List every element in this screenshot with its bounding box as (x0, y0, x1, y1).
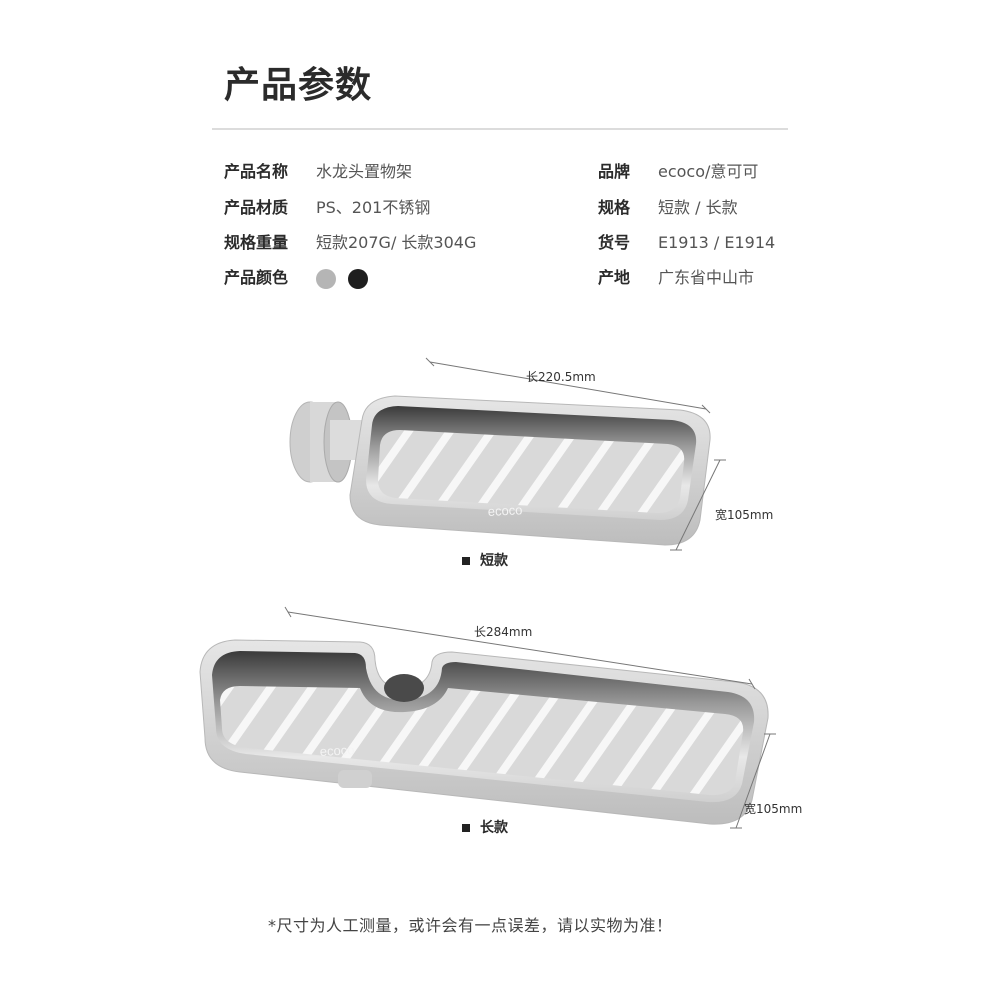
spec-label: 产品名称 (224, 162, 289, 181)
spec-row-brand: 品牌 ecoco/意可可 (598, 162, 758, 182)
spec-label: 规格 (598, 198, 631, 217)
spec-value: ecoco/意可可 (658, 162, 759, 181)
short-width-label: 宽105mm (715, 508, 774, 522)
short-caption: 短款 (462, 550, 508, 570)
title-divider (212, 128, 788, 130)
spec-row-material: 产品材质 PS、201不锈钢 (224, 198, 430, 218)
spec-label: 规格重量 (224, 233, 289, 252)
spec-label: 货号 (598, 233, 631, 252)
short-tray-image: ecoco (289, 357, 726, 551)
spec-label: 产品颜色 (224, 268, 289, 287)
bullet-square-icon (462, 824, 470, 832)
spec-value: 短款207G/ 长款304G (316, 233, 477, 252)
measurement-disclaimer: *尺寸为人工测量，或许会有一点误差，请以实物为准！ (268, 916, 673, 935)
spec-row-origin: 产地 广东省中山市 (598, 268, 754, 288)
spec-label: 产品材质 (224, 198, 289, 217)
brand-logo: ecoco (319, 742, 354, 759)
page-title: 产品参数 (224, 65, 373, 106)
short-length-label: 长220.5mm (526, 370, 596, 384)
bullet-square-icon (462, 557, 470, 565)
spec-value: PS、201不锈钢 (316, 198, 431, 217)
spec-value: E1913 / E1914 (658, 233, 776, 252)
brand-logo: ecoco (487, 502, 522, 519)
spec-value: 短款 / 长款 (658, 198, 738, 217)
long-length-label: 长284mm (474, 625, 533, 639)
spec-value: 水龙头置物架 (316, 162, 413, 181)
spec-row-spec: 规格 短款 / 长款 (598, 198, 738, 218)
spec-row-item-number: 货号 E1913 / E1914 (598, 233, 775, 253)
long-tray-image: ecoco (199, 606, 776, 829)
spec-row-colors: 产品颜色 (224, 268, 380, 289)
spec-label: 品牌 (598, 162, 631, 181)
color-swatch-gray[interactable] (316, 268, 336, 289)
spec-label: 产地 (598, 268, 631, 287)
long-caption: 长款 (462, 817, 508, 837)
color-swatch-black[interactable] (348, 268, 368, 289)
spec-value: 广东省中山市 (658, 268, 755, 287)
spec-row-weight: 规格重量 短款207G/ 长款304G (224, 233, 476, 253)
spec-row-product-name: 产品名称 水龙头置物架 (224, 162, 412, 182)
long-width-label: 宽105mm (744, 802, 803, 816)
color-swatches (316, 268, 380, 289)
